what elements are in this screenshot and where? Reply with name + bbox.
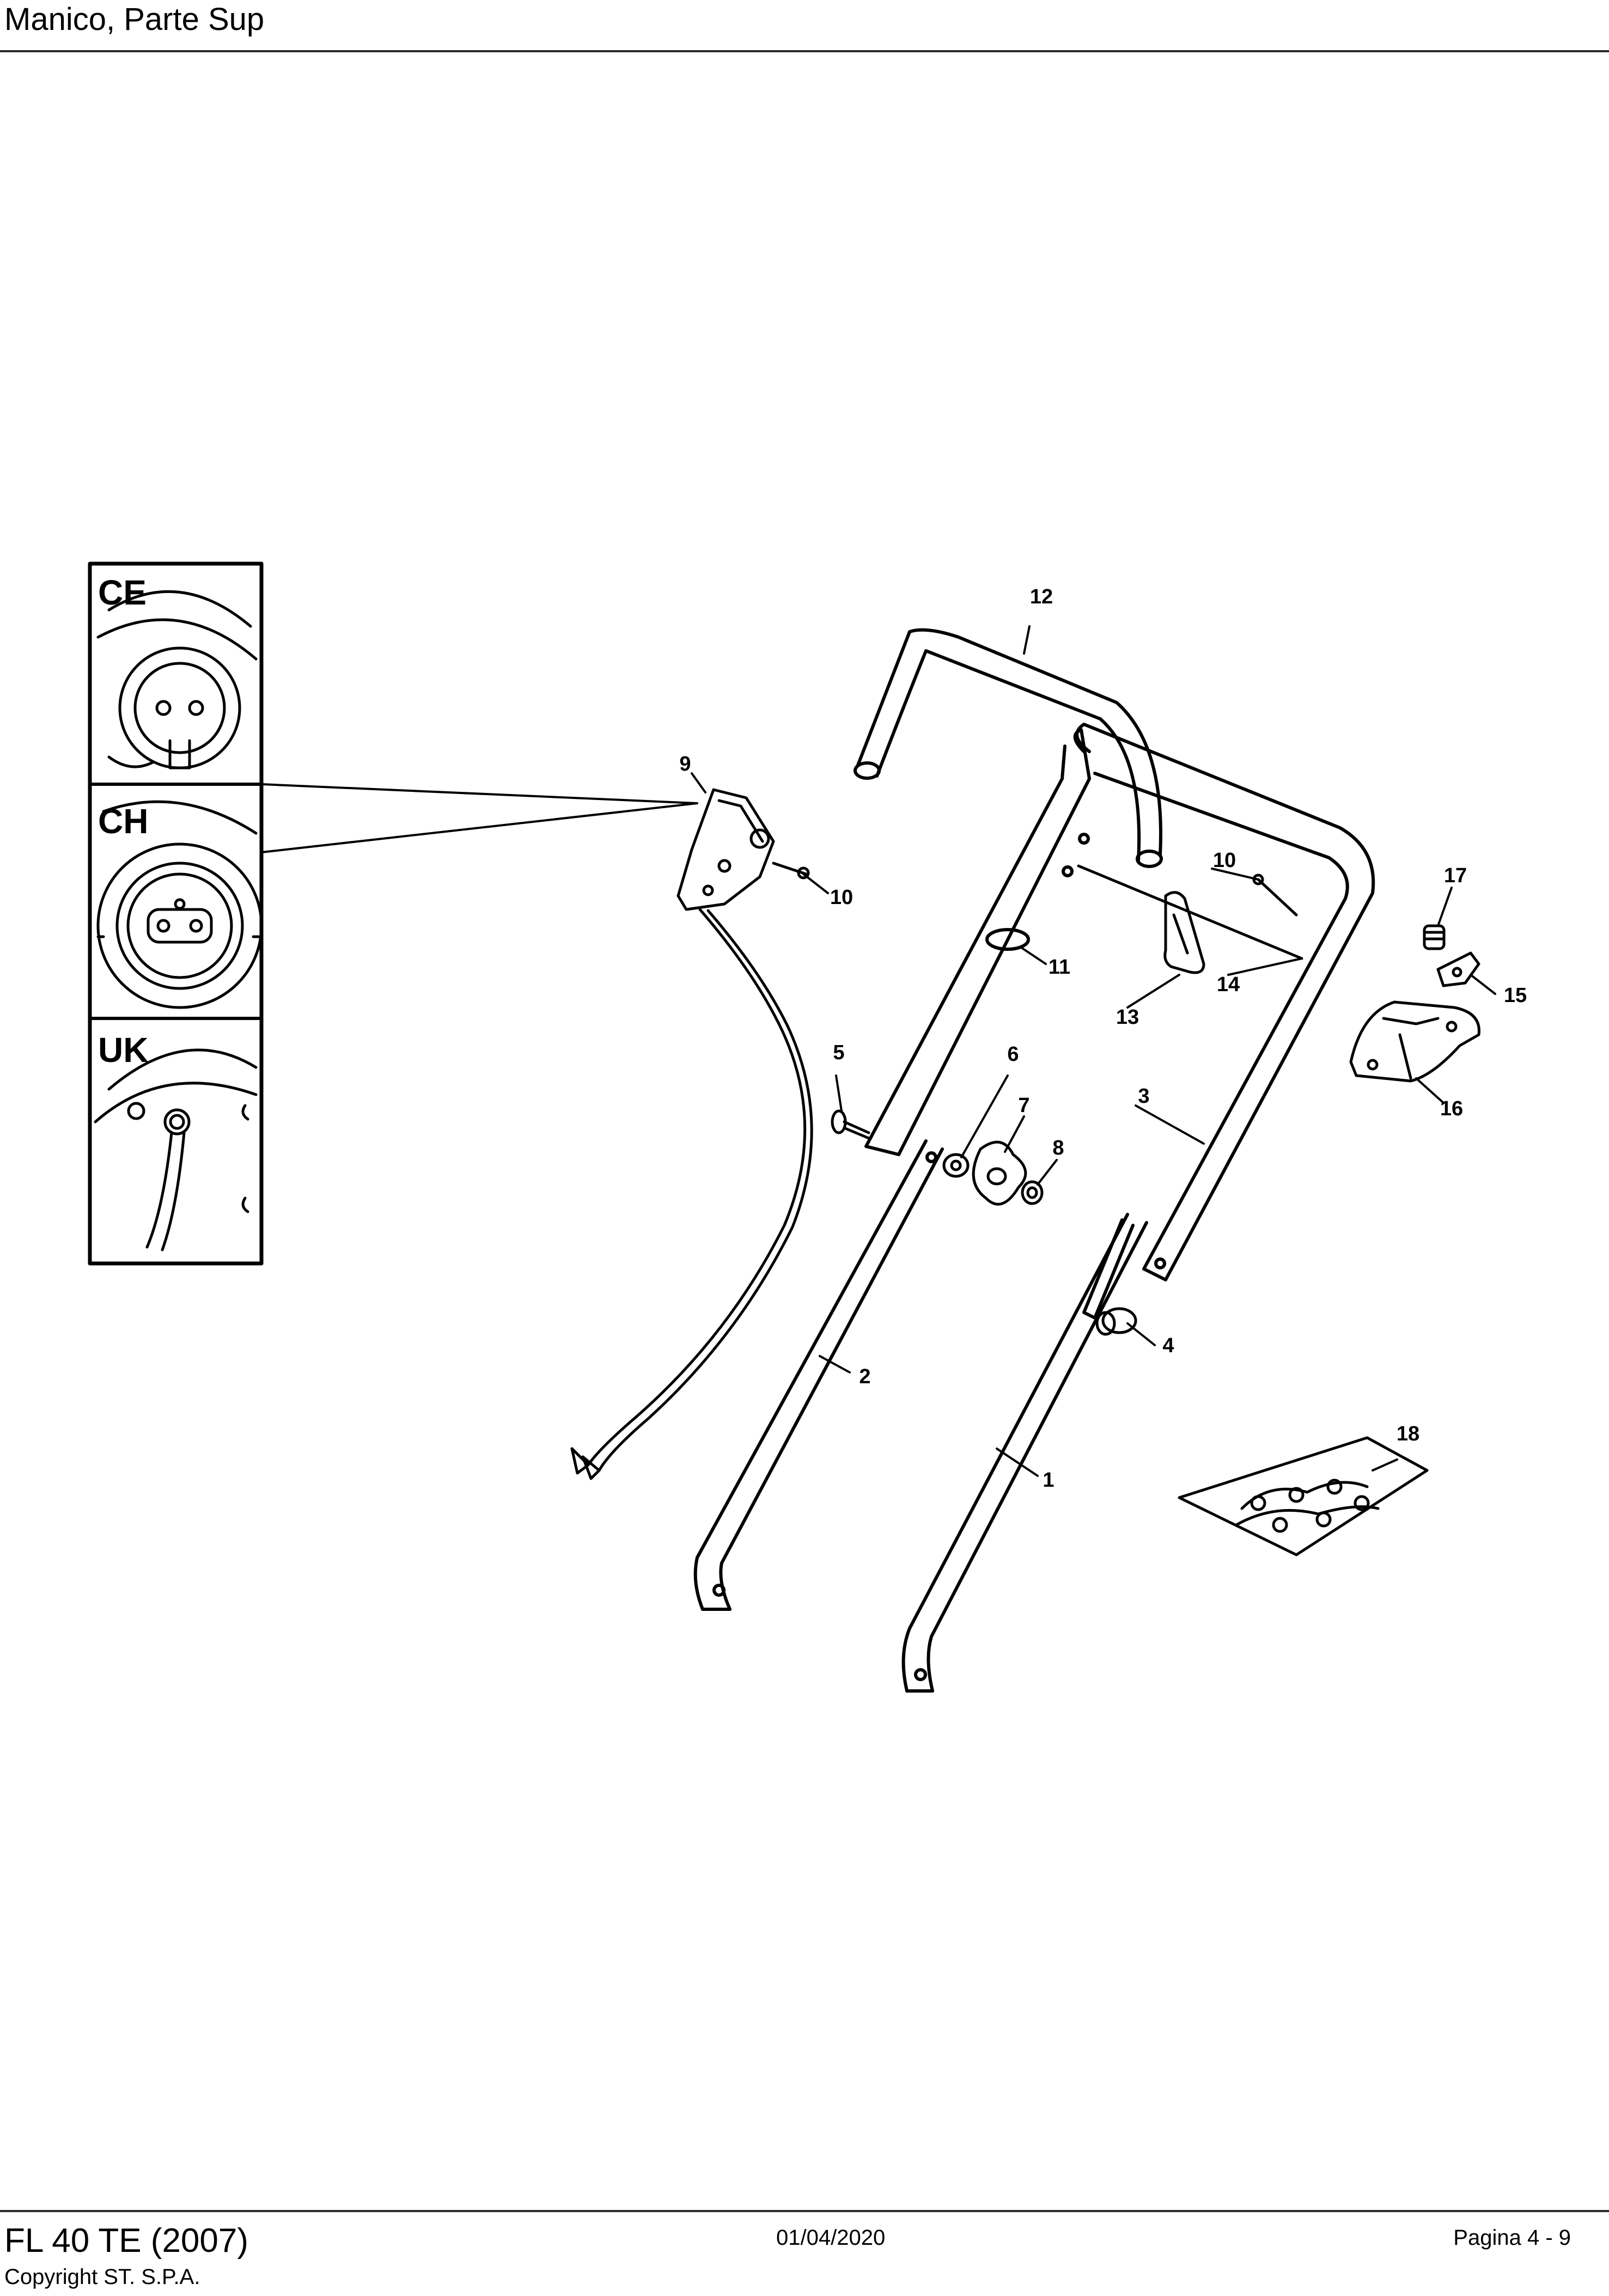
part-label-2: 2 [859, 1365, 870, 1388]
part-10-screw-left [772, 862, 810, 880]
part-label-11: 11 [1049, 956, 1070, 979]
part-7-wing-knob [972, 1140, 1027, 1206]
socket-variants-inset [88, 561, 698, 1266]
part-label-15: 15 [1504, 984, 1527, 1007]
variant-label-ce: CE [98, 573, 147, 612]
header-rule [0, 50, 1609, 52]
part-17-spring [1423, 924, 1446, 950]
part-label-17: 17 [1444, 864, 1467, 887]
part-9-switch-box [570, 788, 813, 1480]
part-label-7: 7 [1018, 1094, 1029, 1117]
part-6-washer [942, 1153, 970, 1178]
page-title: Manico, Parte Sup [4, 2, 265, 37]
part-13-cable-guide [1163, 891, 1205, 974]
part-4-knob [1095, 1307, 1137, 1336]
uk-cable-entry-drawing [94, 1048, 258, 1251]
part-2-left-lower-tube [693, 1139, 944, 1611]
part-label-9: 9 [679, 753, 691, 775]
part-label-4: 4 [1162, 1334, 1174, 1357]
part-label-6: 6 [1007, 1043, 1019, 1066]
copyright-notice: Copyright ST. S.P.A. [4, 2265, 200, 2289]
ce-socket-drawing [96, 590, 258, 770]
footer-rule [0, 2210, 1609, 2212]
part-label-18: 18 [1397, 1422, 1419, 1445]
part-16-bracket [1349, 1000, 1480, 1083]
part-label-5: 5 [833, 1041, 844, 1064]
model-name: FL 40 TE (2007) [4, 2222, 249, 2260]
part-12-upper-handle [854, 628, 1163, 868]
part-1-right-lower-tube [901, 1213, 1148, 1693]
variant-label-ch: CH [98, 802, 148, 841]
part-3-right-upper-tube [1075, 723, 1375, 1281]
part-label-16: 16 [1440, 1097, 1463, 1120]
part-label-10-left: 10 [830, 886, 853, 909]
part-10-screw-right [1252, 874, 1298, 917]
part-label-10-right: 10 [1213, 849, 1236, 872]
leader-lines [691, 625, 1496, 1477]
part-18-hardware-bag [1178, 1436, 1429, 1556]
part-label-1: 1 [1043, 1469, 1054, 1492]
variant-label-uk: UK [98, 1030, 148, 1070]
part-label-14: 14 [1217, 973, 1240, 996]
ch-socket-drawing [96, 800, 263, 1009]
print-date: 01/04/2020 [776, 2226, 886, 2250]
page-number: Pagina 4 - 9 [1453, 2226, 1571, 2250]
part-label-8: 8 [1052, 1137, 1064, 1159]
part-8-nut [1021, 1180, 1044, 1205]
part-14-rod [1077, 864, 1303, 960]
part-label-12: 12 [1030, 585, 1053, 608]
part-label-13: 13 [1116, 1006, 1139, 1029]
part-5-bolt [831, 1109, 870, 1140]
part-label-3: 3 [1138, 1085, 1149, 1108]
part-15-latch [1436, 951, 1480, 987]
part-11-left-upper-tube [864, 728, 1091, 1156]
